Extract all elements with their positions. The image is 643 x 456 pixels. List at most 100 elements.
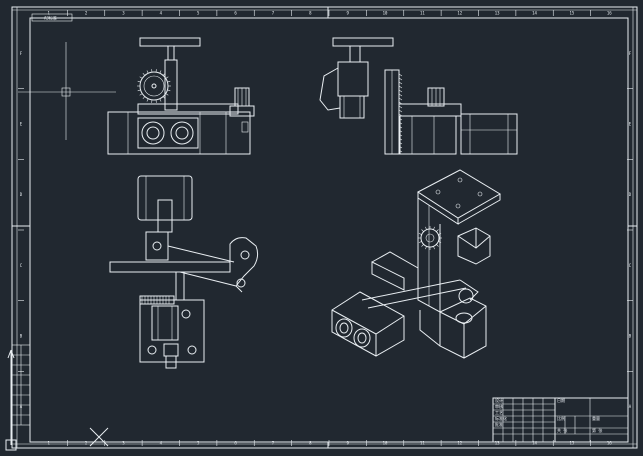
ruler-label: 2 <box>85 441 88 446</box>
ruler-label: 3 <box>122 11 125 16</box>
view-isometric[interactable] <box>331 169 501 359</box>
ruler-label: D <box>20 192 23 197</box>
gear-tooth <box>146 70 149 74</box>
ruler-label: 9 <box>346 11 349 16</box>
outer-frame <box>11 6 638 449</box>
ruler-label: 7 <box>272 11 275 16</box>
gear-tooth <box>139 76 143 79</box>
title-block-cells: 设计审核工艺标准化批准日期比例重量共 张第 张 <box>495 397 602 433</box>
title-block-cell-text: 共 张 <box>557 427 567 433</box>
title-block-cell-text: 批准 <box>495 421 503 427</box>
rack-tooth <box>398 81 403 85</box>
rack-tooth <box>398 85 403 89</box>
gear-tooth <box>436 244 439 247</box>
gear-tooth <box>165 93 169 96</box>
ruler-label: A <box>629 404 632 409</box>
gear-tooth <box>139 93 143 96</box>
ruler-label: 11 <box>420 11 425 16</box>
ruler-label: 1 <box>47 11 50 16</box>
ruler-label: 11 <box>420 441 425 446</box>
right-ruler: F E D C B A <box>627 51 633 409</box>
gear-tooth <box>436 229 439 232</box>
gear-tooth <box>421 244 424 247</box>
title-block-cell-text: 第 张 <box>592 427 602 433</box>
gear-teeth-top <box>141 296 170 304</box>
rack-tooth <box>398 93 403 97</box>
gear-tooth <box>433 226 435 230</box>
ruler-label: 7 <box>272 441 275 446</box>
ruler-label: F <box>20 51 23 56</box>
gear-tooth <box>418 241 422 243</box>
gear-tooth <box>162 72 166 76</box>
gear-tooth <box>421 229 424 232</box>
frame-tag-text: A3标准 <box>44 15 57 21</box>
gear-tooth <box>425 226 427 230</box>
frame-tag-box <box>31 13 73 22</box>
gear-tooth <box>137 89 141 92</box>
rack-tooth <box>398 77 403 81</box>
ruler-label: 3 <box>122 441 125 446</box>
gear-tooth <box>167 89 171 92</box>
ruler-label: 13 <box>495 441 500 446</box>
left-side-strip <box>11 344 31 426</box>
cad-crosshair-cursor-icon <box>18 42 116 140</box>
ruler-label: B <box>20 334 23 339</box>
ruler-label: 5 <box>197 11 200 16</box>
ruler-label: 8 <box>309 11 312 16</box>
ucs-axis-icon <box>5 349 17 451</box>
view-side[interactable] <box>319 37 518 155</box>
ruler-label: 6 <box>234 11 237 16</box>
title-block-cell-text: 工艺 <box>495 410 503 415</box>
ruler-label: 12 <box>457 11 462 16</box>
ruler-label: 10 <box>383 11 388 16</box>
gear-tooth <box>167 80 171 83</box>
ruler-label: 9 <box>346 441 349 446</box>
ruler-label: B <box>629 334 632 339</box>
ruler-label: 14 <box>532 11 537 16</box>
ruler-label: 13 <box>495 11 500 16</box>
gear-tooth <box>162 96 166 100</box>
rack-tooth <box>398 73 403 77</box>
gear-tooth <box>142 96 146 100</box>
ruler-label: 16 <box>607 11 612 16</box>
ruler-label: 8 <box>309 441 312 446</box>
title-block-cell-text: 审核 <box>495 403 503 409</box>
title-block-cell-text: 设计 <box>495 397 503 403</box>
view-front[interactable] <box>107 37 255 155</box>
ruler-label: 12 <box>457 441 462 446</box>
ruler-label: D <box>629 192 632 197</box>
ruler-label: 10 <box>383 441 388 446</box>
gear-tooth <box>438 233 442 235</box>
inner-frame <box>29 17 629 443</box>
ruler-label: 5 <box>197 441 200 446</box>
ruler-label: F <box>629 51 632 56</box>
gear-teeth-iso <box>418 226 442 250</box>
ruler-label: 16 <box>607 441 612 446</box>
title-block-cell-text: 日期 <box>557 397 565 403</box>
ruler-label: 2 <box>85 11 88 16</box>
view-top[interactable] <box>109 175 259 369</box>
rack-tooth <box>398 89 403 93</box>
x-marker-icon <box>89 427 109 447</box>
ruler-label: 14 <box>532 441 537 446</box>
ruler-label: C <box>629 263 632 268</box>
ruler-label: 4 <box>160 11 163 16</box>
rack-tooth <box>398 97 403 101</box>
title-block[interactable]: 设计审核工艺标准化批准日期比例重量共 张第 张 <box>492 397 629 443</box>
ruler-label: C <box>20 263 23 268</box>
gear-tooth <box>146 98 149 102</box>
gear-teeth-front <box>137 69 171 103</box>
ruler-label: 1 <box>47 441 50 446</box>
gear-tooth <box>438 241 442 243</box>
gear-tooth <box>165 76 169 79</box>
ruler-label: 15 <box>570 441 575 446</box>
gear-tooth <box>142 72 146 76</box>
ruler-label: E <box>629 122 632 127</box>
gear-tooth <box>137 80 141 83</box>
gear-tooth <box>433 246 435 250</box>
gear-tooth <box>159 70 162 74</box>
gear-tooth <box>159 98 162 102</box>
